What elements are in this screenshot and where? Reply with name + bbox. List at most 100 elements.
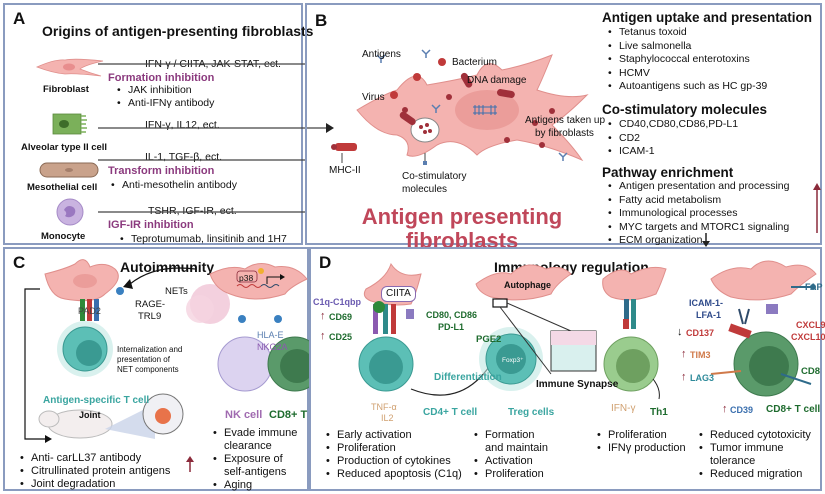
cell-label-fibroblast: Fibroblast bbox=[43, 84, 89, 95]
list-item: Anti-IFNγ antibody bbox=[114, 97, 214, 110]
label-nets: NETs bbox=[165, 286, 188, 297]
costim-list: CD40,CD80,CD86,PD-L1 CD2 ICAM-1 bbox=[605, 118, 738, 159]
list-item: ECM organization bbox=[605, 234, 789, 248]
label-internalization: Internalization and bbox=[117, 345, 183, 354]
cd4-effects-list: Early activation Proliferation Productio… bbox=[323, 429, 462, 481]
label-trl9: TRL9 bbox=[138, 311, 162, 322]
panel-c-title: Autoimmunity bbox=[120, 259, 215, 275]
uptake-list: Tetanus toxoid Live salmonella Staphyloc… bbox=[605, 26, 767, 94]
list-item: Immunological processes bbox=[605, 207, 789, 221]
arrow-down-cd137: ↓ bbox=[677, 326, 683, 338]
arrow-up-cd25: ↑ bbox=[320, 330, 326, 342]
label-nk-cell: NK cell bbox=[225, 409, 263, 421]
label-pge2: PGE2 bbox=[476, 334, 502, 345]
igf-inhibition-list: Teprotumumab, linsitinib and 1H7 bbox=[117, 233, 287, 246]
cell-label-monocyte: Monocyte bbox=[41, 231, 86, 242]
panel-a-title: Origins of antigen-presenting fibroblast… bbox=[42, 23, 314, 39]
arrow-up-lag3: ↑ bbox=[681, 371, 687, 383]
list-item: Anti- carLL37 antibody bbox=[17, 452, 170, 465]
section-title-pathway: Pathway enrichment bbox=[602, 165, 734, 180]
section-title-costim: Co-stimulatory molecules bbox=[602, 102, 768, 117]
panel-c: C Autoimmunity bbox=[3, 247, 329, 492]
label-costim-1: Co-stimulatory bbox=[402, 171, 467, 182]
label-antigens: Antigens bbox=[362, 49, 401, 60]
label-cd39: CD39 bbox=[730, 405, 754, 415]
mhc2-icon bbox=[331, 143, 357, 151]
up-arrow-icon bbox=[186, 456, 194, 472]
antigen-presenting-fibroblast-illustration bbox=[331, 49, 589, 165]
dna-icon bbox=[473, 105, 497, 115]
list-item: Citrullinated protein antigens bbox=[17, 465, 170, 478]
inhibition-title-formation: Formation inhibition bbox=[108, 72, 215, 84]
label-autophage: Autophage bbox=[504, 280, 551, 290]
label-presentation: presentation of bbox=[117, 355, 170, 364]
label-treg-cells: Treg cells bbox=[508, 407, 555, 418]
list-item: Antigen presentation and processing bbox=[605, 180, 789, 194]
label-bacterium: Bacterium bbox=[452, 57, 498, 68]
label-c1q: C1q-C1qbp bbox=[313, 297, 361, 307]
transform-inhibition-list: Anti-mesothelin antibody bbox=[108, 179, 237, 192]
arrow-up-tim3: ↑ bbox=[681, 348, 687, 360]
fibroblast-icon bbox=[35, 58, 104, 77]
label-cd69: CD69 bbox=[329, 312, 353, 322]
label-foxp3: Foxp3⁺ bbox=[502, 357, 524, 364]
cell-label-alveolar: Alveolar type II cell bbox=[21, 142, 108, 153]
panel-c-label: C bbox=[13, 253, 26, 272]
label-antigen-specific-t-cell: Antigen-specific T cell bbox=[43, 395, 150, 406]
list-item: IFNγ production bbox=[594, 442, 686, 455]
cell-label-mesothelial: Mesothelial cell bbox=[27, 182, 98, 193]
list-item: Teprotumumab, linsitinib and 1H7 bbox=[117, 233, 287, 246]
list-item: Joint degradation bbox=[17, 478, 170, 491]
label-hla-e: HLA-E bbox=[257, 330, 284, 340]
apf-title: Antigen presenting fibroblasts bbox=[337, 205, 587, 253]
list-item: Anti-mesothelin antibody bbox=[108, 179, 237, 192]
label-dna-damage: DNA damage bbox=[467, 75, 527, 86]
label-joint: Joint bbox=[79, 410, 101, 420]
autoimmunity-right-list: Evade immune clearance Exposure of self-… bbox=[210, 427, 306, 492]
section-title-uptake: Antigen uptake and presentation bbox=[602, 10, 813, 25]
label-cd8: CD8 bbox=[801, 366, 821, 377]
label-rage: RAGE- bbox=[135, 299, 166, 310]
label-pad2: PAD2 bbox=[78, 306, 101, 316]
panel-a-label: A bbox=[13, 9, 26, 28]
formation-inhibition-list: JAK inhibition Anti-IFNγ antibody bbox=[114, 84, 214, 110]
panel-d-label: D bbox=[319, 253, 332, 272]
label-cd4-t-cell: CD4+ T cell bbox=[423, 407, 478, 418]
list-item: CD2 bbox=[605, 132, 738, 146]
down-arrow-icon bbox=[702, 233, 710, 247]
list-item: Staphylococcal enterotoxins bbox=[605, 53, 767, 67]
label-net-components: NET components bbox=[117, 365, 179, 374]
treg-effects-list: Formation and maintain Activation Prolif… bbox=[471, 429, 551, 481]
list-item: Early activation bbox=[323, 429, 462, 442]
list-item: Formation and maintain bbox=[471, 429, 551, 455]
panel-d: D Immunology regulation bbox=[309, 247, 825, 491]
immunology-illustration bbox=[358, 260, 817, 400]
label-ciita: CIITA bbox=[381, 286, 416, 302]
signal-monocyte: TSHR, IGF-IR, ect. bbox=[148, 205, 237, 217]
up-arrow-icon bbox=[813, 183, 821, 233]
list-item: JAK inhibition bbox=[114, 84, 214, 97]
label-ifn-gamma: IFN-γ bbox=[611, 403, 636, 414]
label-cd80-cd86: CD80, CD86 bbox=[426, 310, 478, 320]
antigen-icon bbox=[376, 49, 568, 161]
list-item: Proliferation bbox=[594, 429, 686, 442]
label-lag3: LAG3 bbox=[690, 373, 715, 383]
list-item: Autoantigens such as HC gp-39 bbox=[605, 80, 767, 94]
label-virus: Virus bbox=[362, 92, 385, 103]
cd8-effects-list: Reduced cytotoxicity Tumor immune tolera… bbox=[696, 429, 821, 481]
list-item: Exposure of self-antigens bbox=[210, 453, 306, 479]
arrow-up-cd69: ↑ bbox=[320, 310, 326, 322]
label-cxcl9: CXCL9 bbox=[796, 320, 825, 330]
list-item: Proliferation bbox=[323, 442, 462, 455]
list-item: Activation bbox=[471, 455, 551, 468]
label-tim3: TIM3 bbox=[690, 350, 711, 360]
list-item: Aging bbox=[210, 479, 306, 492]
list-item: Reduced migration bbox=[696, 468, 821, 481]
label-lfa-1: LFA-1 bbox=[696, 310, 722, 320]
list-item: CD40,CD80,CD86,PD-L1 bbox=[605, 118, 738, 132]
list-item: Reduced cytotoxicity bbox=[696, 429, 821, 442]
label-tnf: TNF-α bbox=[371, 402, 397, 412]
label-il2: IL2 bbox=[381, 413, 394, 423]
pathway-list: Antigen presentation and processing Fatt… bbox=[605, 180, 789, 248]
list-item: Production of cytokines bbox=[323, 455, 462, 468]
